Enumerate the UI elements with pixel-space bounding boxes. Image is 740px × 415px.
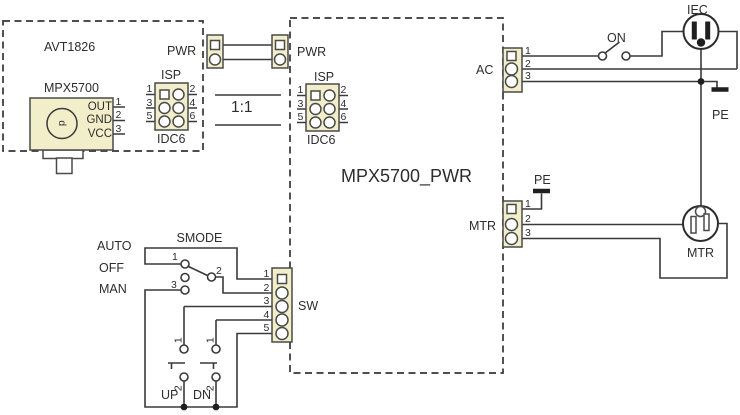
isp-left-title: ISP (161, 68, 182, 82)
pe-ground-label: PE (712, 108, 729, 122)
sw-pin-number: 1 (263, 267, 270, 280)
sensor-pin-vcc: VCC (87, 127, 112, 140)
sw-connector (271, 267, 293, 343)
avt-module-title: AVT1826 (44, 40, 96, 54)
isp-connector-right (305, 83, 340, 132)
isp-left-pin-number: 2 (189, 83, 196, 95)
isp-left-pin-number: 1 (146, 83, 153, 95)
up-pin-number: 1 (172, 337, 185, 344)
mtr-pin-number: 3 (525, 226, 531, 239)
pwr-cable-wires (223, 44, 272, 61)
up-button (179, 344, 189, 382)
position-man: MAN (99, 281, 127, 296)
pwr-left-label: PWR (167, 43, 197, 58)
ac-pin-number: 3 (525, 70, 531, 82)
junction-dot (180, 403, 188, 411)
pwr-connector-right (271, 34, 289, 69)
junction-dot (212, 403, 220, 411)
sensor-name: MPX5700 (44, 81, 99, 95)
isp-connector-left (154, 82, 189, 131)
isp-right-title: ISP (314, 69, 335, 84)
pwr-module-title: MPX5700_PWR (341, 165, 473, 186)
isp-left-footprint: IDC6 (157, 131, 186, 146)
isp-right-pin-number: 1 (297, 84, 304, 96)
smode-contact-number: 3 (171, 278, 177, 291)
sw-connector-label: SW (298, 299, 319, 313)
sensor-port-glyph: p (55, 119, 68, 126)
isp-left-pin-number: 5 (146, 110, 153, 122)
sw-pin-number: 2 (263, 281, 270, 294)
iec-inlet-label: IEC (687, 3, 708, 17)
pe-ground-label: PE (534, 173, 551, 187)
mtr-connector (502, 200, 523, 248)
on-switch-label: ON (607, 30, 626, 45)
isp-right-pin-number: 5 (297, 111, 304, 123)
mtr-connector-label: MTR (469, 218, 497, 233)
isp-left-pin-stubs (146, 93, 197, 123)
mpx5700-sensor (29, 97, 114, 175)
smode-switch (180, 259, 217, 295)
isp-right-pin-number: 3 (297, 97, 304, 110)
ac-connector (502, 47, 523, 93)
sw-pin-number: 4 (263, 308, 270, 321)
sw-pin-number: 5 (263, 322, 270, 334)
avt1826-module-box (2, 20, 204, 152)
smode-label: SMODE (176, 231, 223, 245)
sensor-pin-gnd: GND (86, 114, 112, 126)
dn-pin-number: 1 (204, 337, 217, 344)
ac-connector-label: AC (476, 63, 494, 77)
motor-socket-label: MTR (687, 246, 715, 260)
motor-socket (682, 205, 719, 242)
isp-right-footprint: IDC6 (307, 133, 336, 147)
sensor-pin-out: OUT (87, 100, 112, 113)
iec-inlet-socket (682, 13, 720, 50)
smode-contact-number: 1 (172, 251, 178, 263)
pwr-right-label: PWR (297, 44, 327, 59)
isp-left-pin-number: 3 (146, 96, 153, 109)
sensor-pin-number: 3 (115, 122, 122, 135)
sw-pin-number: 3 (263, 295, 270, 307)
position-off: OFF (99, 260, 124, 275)
sensor-pin-number: 2 (115, 109, 122, 121)
up-button-label: UP (161, 388, 179, 402)
sensor-pin-stubs (113, 106, 125, 135)
pe-ground-top (701, 80, 729, 92)
dn-button (211, 344, 221, 382)
ac-pin-number: 2 (525, 57, 531, 70)
mtr-pin-number: 2 (525, 213, 531, 225)
ratio-cable-lines (215, 94, 281, 126)
isp-right-pin-number: 6 (340, 111, 347, 123)
control-wires (144, 247, 282, 408)
isp-left-pin-number: 6 (189, 110, 196, 122)
ac-pin-number: 1 (525, 44, 531, 57)
isp-left-pin-number: 4 (189, 96, 196, 109)
on-switch (597, 51, 631, 61)
mains-wires (512, 30, 738, 207)
cable-ratio-label: 1:1 (231, 99, 253, 116)
isp-right-pin-number: 2 (340, 84, 347, 96)
position-auto: AUTO (97, 238, 132, 253)
junction-dot (697, 78, 705, 85)
isp-right-pin-number: 4 (340, 97, 347, 110)
smode-contact-number: 2 (216, 265, 222, 277)
isp-right-pin-stubs (297, 94, 348, 124)
dn-pin-number: 2 (204, 385, 217, 392)
mpx5700-pwr-module-box (289, 17, 504, 374)
mtr-pin-number: 1 (525, 197, 531, 210)
pwr-connector-left (206, 34, 224, 69)
sensor-pin-number: 1 (115, 95, 122, 108)
up-pin-number: 2 (172, 385, 185, 392)
dn-button-label: DN (193, 388, 212, 402)
